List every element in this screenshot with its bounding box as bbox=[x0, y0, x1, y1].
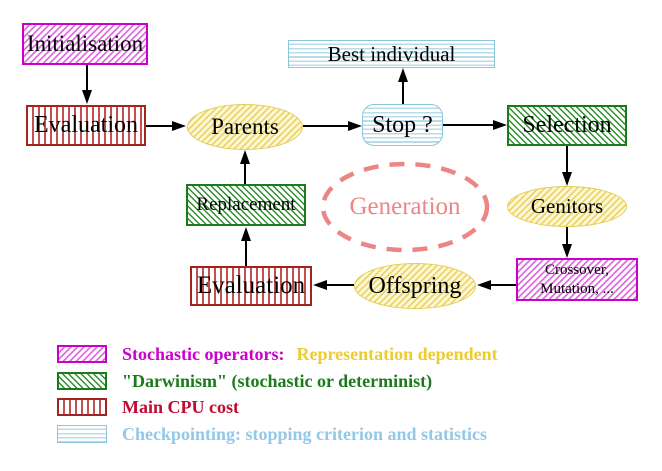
arrow-right-icon bbox=[493, 120, 507, 130]
node-parents: Parents bbox=[187, 104, 303, 150]
arrow-replacement-to-parents-line bbox=[244, 164, 246, 184]
node-parents-label: Parents bbox=[211, 114, 279, 139]
node-genitors-label: Genitors bbox=[530, 194, 604, 218]
node-offspring-label: Offspring bbox=[368, 272, 462, 299]
arrow-offspring-to-evaluation-line bbox=[327, 284, 354, 286]
arrow-stop-to-best-individual-line bbox=[402, 82, 404, 104]
node-crossover-label-line2: Mutation, ... bbox=[540, 280, 614, 297]
node-initialisation: Initialisation bbox=[22, 23, 148, 65]
legend-item-stochastic-operators: Stochastic operators: Representation depe… bbox=[122, 344, 498, 364]
legend-swatch-darwinism bbox=[57, 372, 107, 390]
legend-label-stochastic-operators: Stochastic operators: bbox=[122, 344, 285, 364]
legend-label-darwinism: "Darwinism" (stochastic or determinist) bbox=[122, 371, 433, 391]
arrow-down-icon bbox=[562, 172, 572, 186]
node-crossover-mutation: Crossover, Mutation, ... bbox=[516, 258, 638, 301]
node-replacement: Replacement bbox=[186, 184, 306, 226]
generation-dashed-ellipse bbox=[320, 161, 490, 253]
node-initialisation-label: Initialisation bbox=[26, 31, 144, 56]
arrow-left-icon bbox=[313, 280, 327, 290]
arrow-stop-to-selection-line bbox=[443, 124, 493, 126]
node-best-individual: Best individual bbox=[288, 40, 495, 68]
arrow-genitors-to-crossover-line bbox=[566, 227, 568, 244]
arrow-evaluation-to-replacement-line bbox=[245, 241, 247, 266]
node-generation: Generation bbox=[320, 161, 490, 253]
node-evaluation-top-label: Evaluation bbox=[34, 112, 138, 138]
legend-label-checkpointing: Checkpointing: stopping criterion and st… bbox=[122, 424, 488, 444]
node-offspring: Offspring bbox=[354, 263, 476, 309]
arrow-up-icon bbox=[241, 227, 251, 241]
arrow-initialisation-to-evaluation-line bbox=[86, 65, 88, 92]
arrow-right-icon bbox=[348, 121, 362, 131]
arrow-selection-to-genitors-line bbox=[566, 146, 568, 172]
arrow-left-icon bbox=[477, 280, 491, 290]
legend-item-checkpointing: Checkpointing: stopping criterion and st… bbox=[122, 424, 487, 444]
legend-label-main-cpu-cost: Main CPU cost bbox=[122, 397, 239, 417]
legend-swatch-main-cpu-cost bbox=[57, 398, 107, 416]
arrow-up-icon bbox=[240, 150, 250, 164]
node-crossover-label-line1: Crossover, bbox=[545, 261, 609, 278]
arrow-right-icon bbox=[172, 121, 186, 131]
arrow-up-icon bbox=[398, 68, 408, 82]
node-best-individual-label: Best individual bbox=[327, 41, 456, 66]
node-genitors: Genitors bbox=[507, 186, 627, 227]
node-generation-label: Generation bbox=[349, 193, 461, 220]
arrow-down-icon bbox=[82, 90, 92, 104]
node-selection-label: Selection bbox=[522, 112, 612, 138]
arrow-evaluation-to-parents-line bbox=[146, 125, 172, 127]
arrow-crossover-to-offspring-line bbox=[491, 284, 516, 286]
node-evaluation-bottom-label: Evaluation bbox=[196, 272, 306, 299]
node-evaluation-top: Evaluation bbox=[26, 105, 146, 146]
arrow-down-icon bbox=[562, 244, 572, 258]
node-selection: Selection bbox=[507, 105, 627, 146]
legend-item-main-cpu-cost: Main CPU cost bbox=[122, 397, 239, 417]
node-stop-label: Stop ? bbox=[372, 111, 433, 138]
node-replacement-label: Replacement bbox=[196, 194, 296, 215]
node-stop: Stop ? bbox=[362, 104, 443, 146]
legend-swatch-stochastic-operators bbox=[57, 345, 107, 363]
node-evaluation-bottom: Evaluation bbox=[190, 266, 312, 306]
legend-item-darwinism: "Darwinism" (stochastic or determinist) bbox=[122, 371, 432, 391]
legend-swatch-checkpointing bbox=[57, 425, 107, 443]
legend-label-representation-dependent: Representation dependent bbox=[296, 344, 498, 364]
arrow-parents-to-stop-line bbox=[303, 125, 348, 127]
